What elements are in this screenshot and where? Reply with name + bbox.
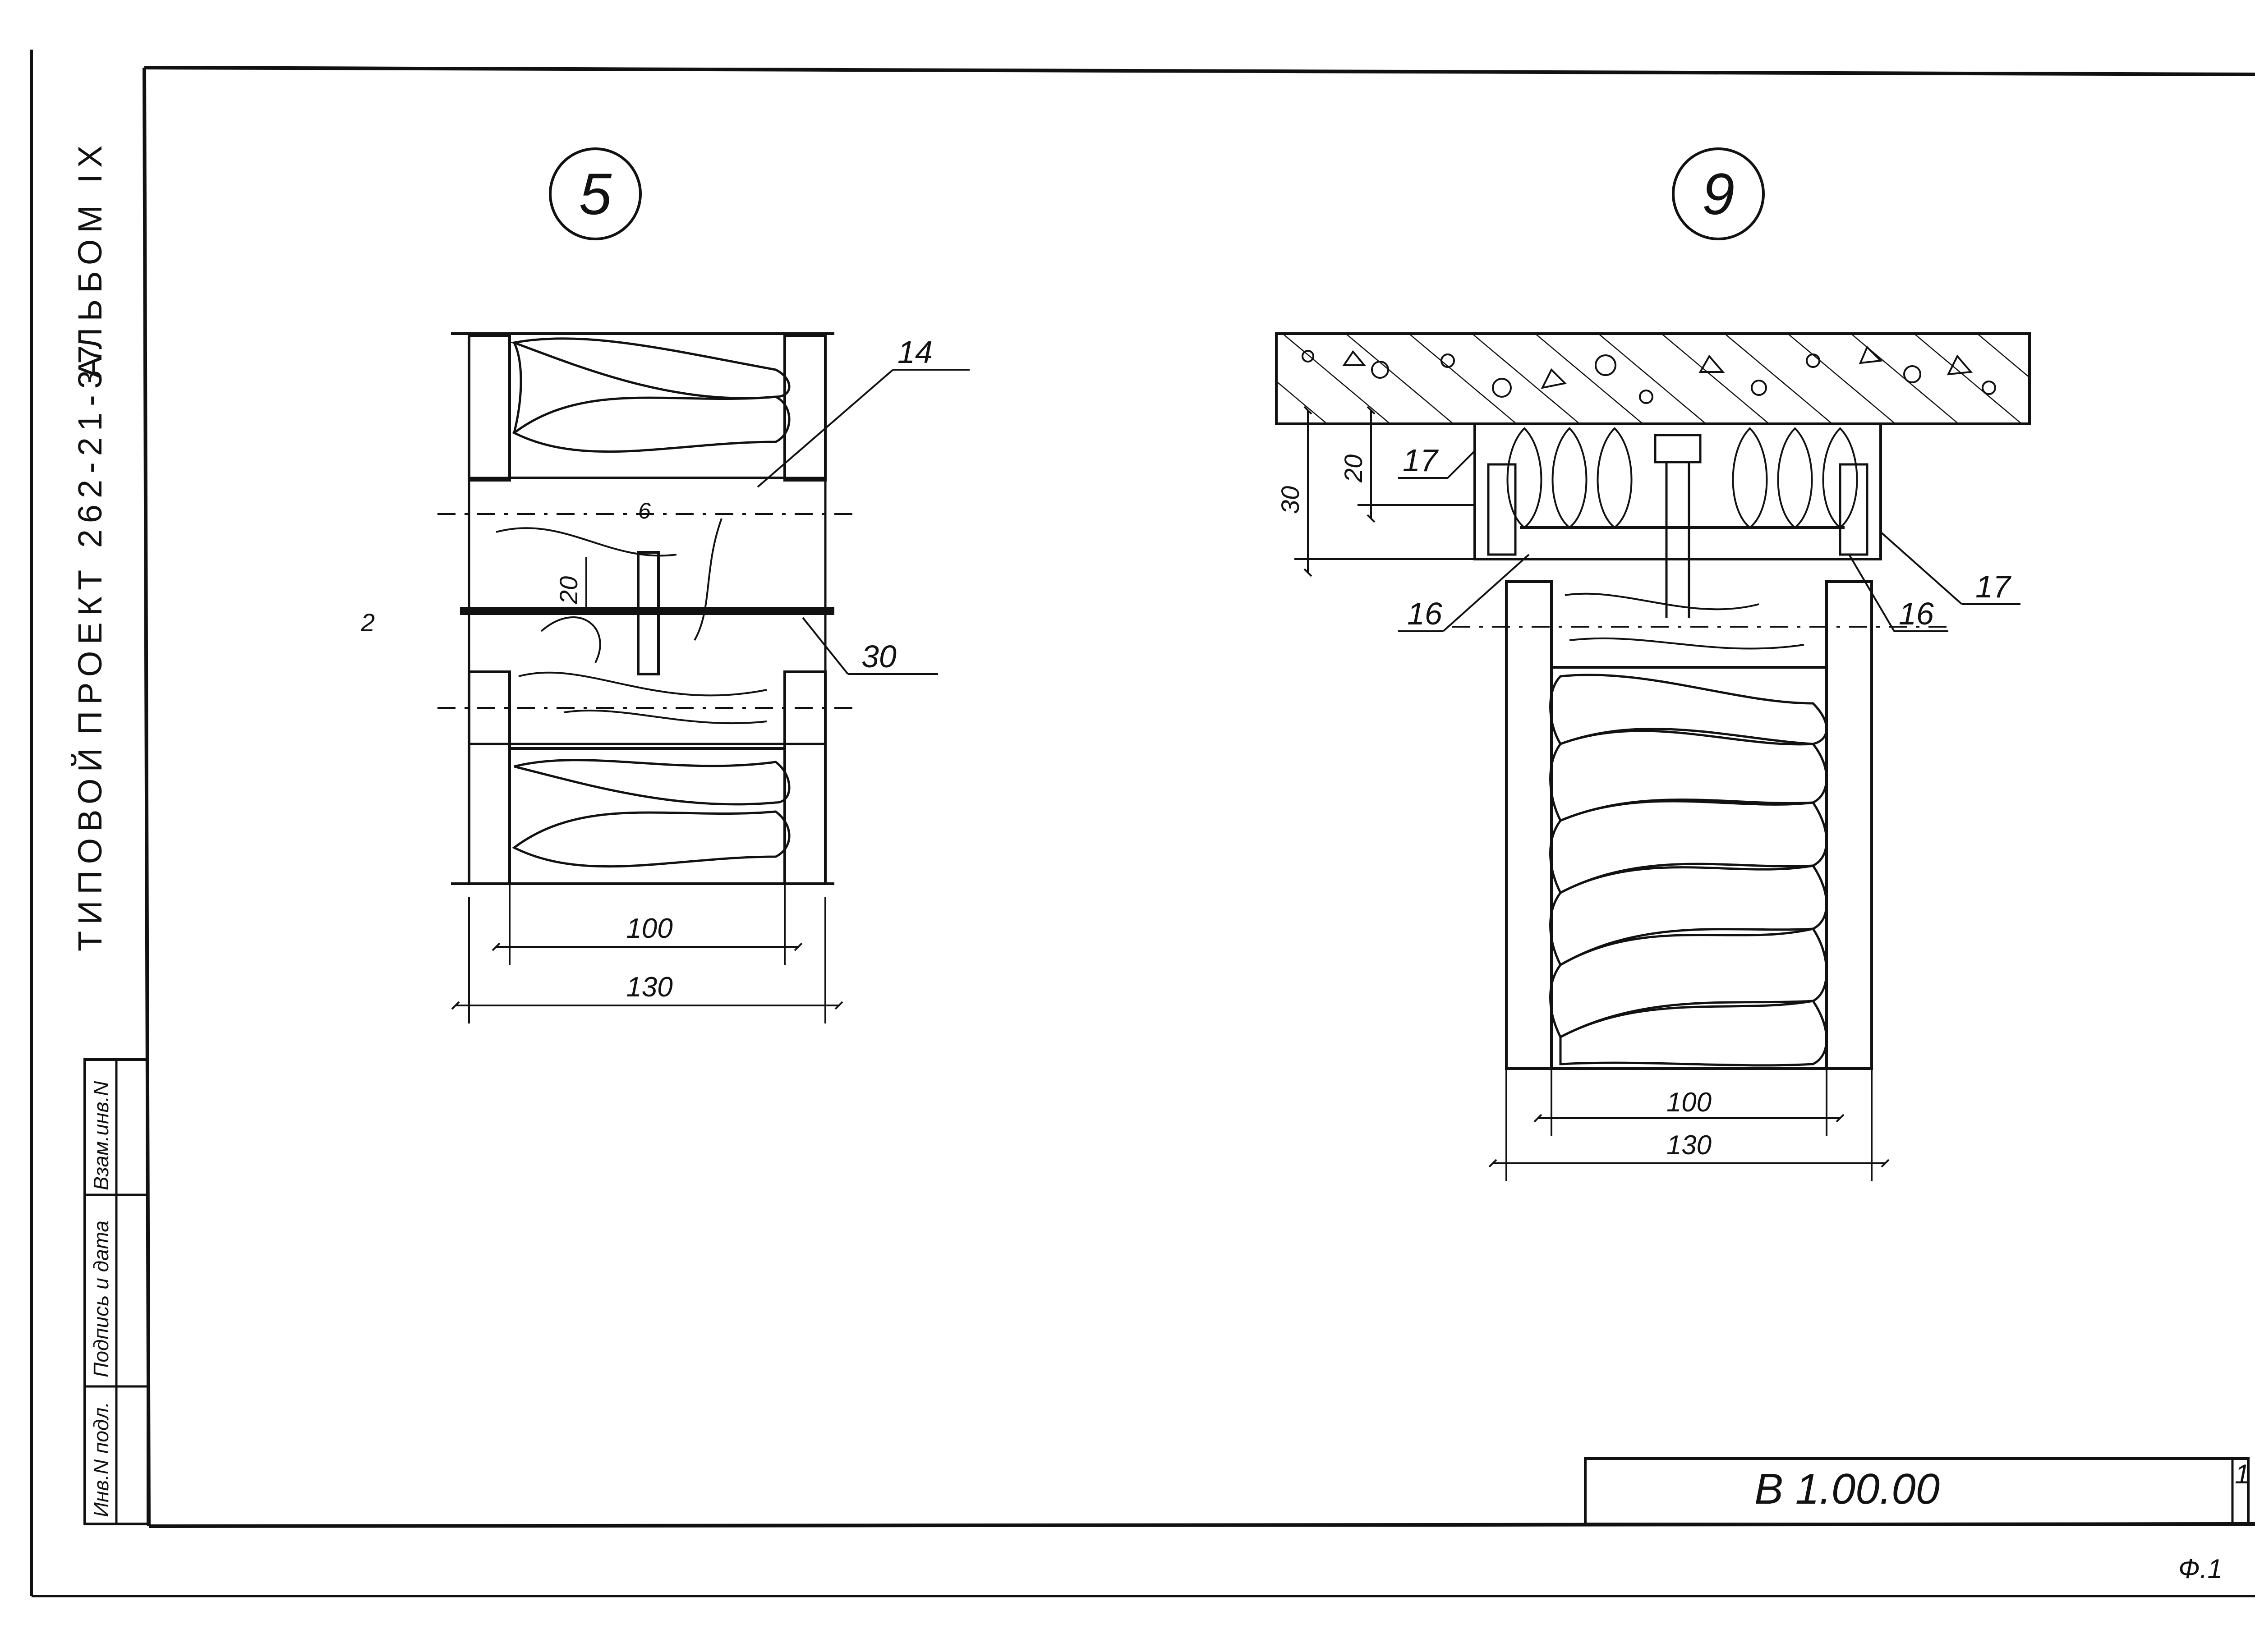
detail-9-callout-16-left: 16: [1407, 596, 1442, 631]
detail-5-dim-100: 100: [626, 913, 672, 944]
detail-9-dim-20: 20: [1339, 454, 1367, 483]
detail-5-dim-20: 20: [554, 576, 583, 605]
detail-9-callout-17-left: 17: [1403, 443, 1439, 478]
sheet-designation: В 1.00.00: [1754, 1465, 1940, 1513]
detail-5-top-panel: [451, 332, 834, 482]
sheet-frame: [30, 50, 2255, 1597]
detail-5-callout-14: 14: [897, 335, 933, 370]
detail-9-callout-17-right: 17: [1975, 569, 2012, 604]
side-project: ПРОЕКТ 262-21-37: [71, 339, 109, 735]
stamp-signature-date: Подпись и дата: [89, 1221, 113, 1377]
detail-5: 5: [360, 147, 970, 1023]
side-album: АЛЬБОМ IX: [71, 139, 109, 379]
detail-5-bottom-panel: [451, 670, 834, 885]
detail-9-badge: [1672, 147, 1765, 240]
format-mark: Ф.1: [2178, 1554, 2223, 1584]
side-title: ТИПОВОЙ ПРОЕКТ 262-21-37 АЛЬБОМ IX: [71, 139, 109, 951]
detail-9-callout-16-right: 16: [1899, 596, 1934, 631]
detail-9-concrete-slab: [1275, 332, 2031, 425]
detail-5-dim-6: 6: [638, 498, 651, 523]
detail-9-dim-130: 130: [1666, 1130, 1712, 1160]
detail-5-number: 5: [579, 161, 612, 227]
title-block: В 1.00.00 1 Ф.1: [1584, 1457, 2250, 1584]
detail-9-dim-100: 100: [1666, 1087, 1712, 1117]
detail-9-number: 9: [1702, 161, 1735, 227]
detail-5-dim-2: 2: [360, 608, 375, 637]
stamp-inv-podl: Инв.N подл.: [89, 1402, 113, 1517]
stamp-strip: Инв.N подл. Подпись и дата Взам.инв.N: [83, 1058, 149, 1525]
side-series: ТИПОВОЙ: [71, 742, 109, 951]
detail-9-dim-30: 30: [1276, 486, 1304, 514]
detail-9-top-assembly: [1473, 422, 1882, 618]
detail-9: 9: [1275, 147, 2031, 1181]
detail-5-badge: [549, 147, 642, 240]
detail-9-wall: [1505, 580, 1873, 1070]
stamp-vzam-inv: Взам.инв.N: [89, 1081, 113, 1190]
detail-5-dim-130: 130: [626, 972, 672, 1003]
edge-mark: 1: [2235, 1459, 2250, 1489]
detail-5-callout-30: 30: [861, 639, 897, 674]
